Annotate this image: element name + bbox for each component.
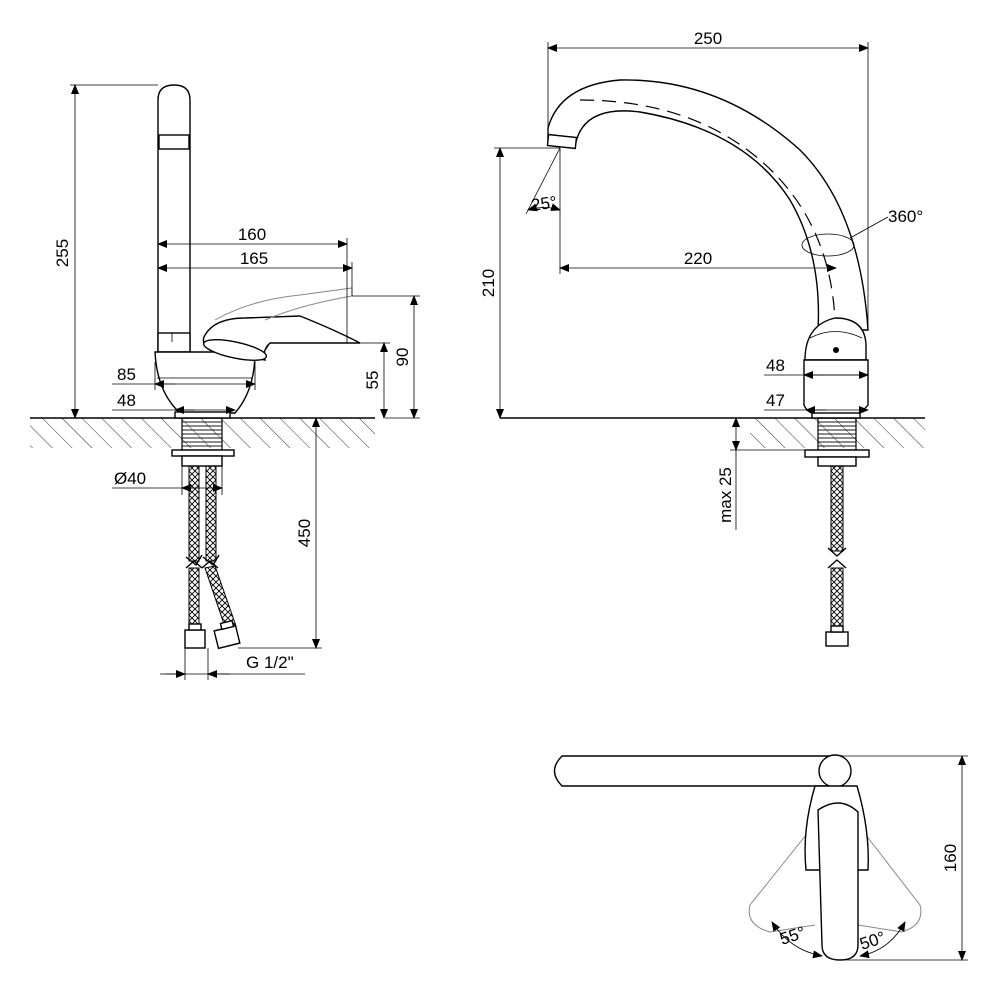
dim-165-label: 165 bbox=[240, 249, 268, 268]
dim-25deg-label: 25° bbox=[530, 193, 558, 215]
supply-hose-2 bbox=[205, 465, 217, 562]
dim-55-label: 55 bbox=[363, 371, 382, 390]
spout-plan bbox=[553, 755, 849, 787]
hose-fitting-1 bbox=[184, 629, 206, 649]
dim-48-left-label: 48 bbox=[117, 391, 136, 410]
dim-255-label: 255 bbox=[53, 239, 72, 267]
plan-view: 55° 50° 160 bbox=[553, 754, 968, 961]
dim-450-label: 450 bbox=[295, 519, 314, 547]
lever-left-position bbox=[748, 829, 816, 933]
aerator-front bbox=[546, 133, 578, 150]
side-view: 255 160 165 90 55 85 48 Ø40 bbox=[30, 84, 420, 680]
dim-90-label: 90 bbox=[393, 348, 412, 367]
lever-handle-raised bbox=[214, 287, 353, 321]
dim-85-label: 85 bbox=[117, 365, 136, 384]
aerator-side bbox=[158, 134, 190, 150]
body-side bbox=[154, 351, 256, 414]
dim-d40-label: Ø40 bbox=[114, 469, 146, 488]
lever-pivot-front bbox=[833, 347, 839, 353]
body-front bbox=[804, 317, 867, 361]
swivel-plan bbox=[818, 754, 852, 788]
body-base-front bbox=[803, 359, 869, 416]
lever-center-plan bbox=[817, 802, 859, 961]
threaded-shank-front bbox=[817, 417, 857, 451]
spout-collar-side bbox=[157, 332, 191, 353]
mounting-nut-side bbox=[171, 449, 235, 457]
dim-250-label: 250 bbox=[694, 29, 722, 48]
dim-220-label: 220 bbox=[684, 249, 712, 268]
dim-360-label: 360° bbox=[888, 207, 923, 226]
mounting-nut-front bbox=[804, 449, 870, 458]
arched-spout bbox=[547, 79, 869, 331]
spout-centerline bbox=[579, 99, 836, 321]
dim-47-label: 47 bbox=[766, 391, 785, 410]
supply-hose-1-lower bbox=[188, 567, 200, 631]
supply-hose-1 bbox=[188, 465, 200, 562]
dim-160-label: 160 bbox=[238, 225, 266, 244]
hose-fitting-front bbox=[825, 631, 849, 647]
supply-hose-front-lower bbox=[830, 567, 844, 627]
hose-fitting-2 bbox=[213, 624, 241, 650]
dim-210-label: 210 bbox=[479, 269, 498, 297]
dim-160-plan-label: 160 bbox=[941, 844, 960, 872]
spout-body-side bbox=[157, 84, 191, 353]
front-view: 360° 250 25° 220 210 bbox=[479, 29, 925, 647]
dim-48-right-label: 48 bbox=[766, 356, 785, 375]
dim-max25-label: max 25 bbox=[716, 467, 735, 523]
supply-hose-front bbox=[830, 465, 844, 552]
dim-g12-label: G 1/2" bbox=[246, 653, 294, 672]
dim-50deg-label: 50° bbox=[857, 928, 887, 954]
threaded-shank-side bbox=[181, 417, 223, 451]
swivel-indicator bbox=[801, 233, 855, 257]
